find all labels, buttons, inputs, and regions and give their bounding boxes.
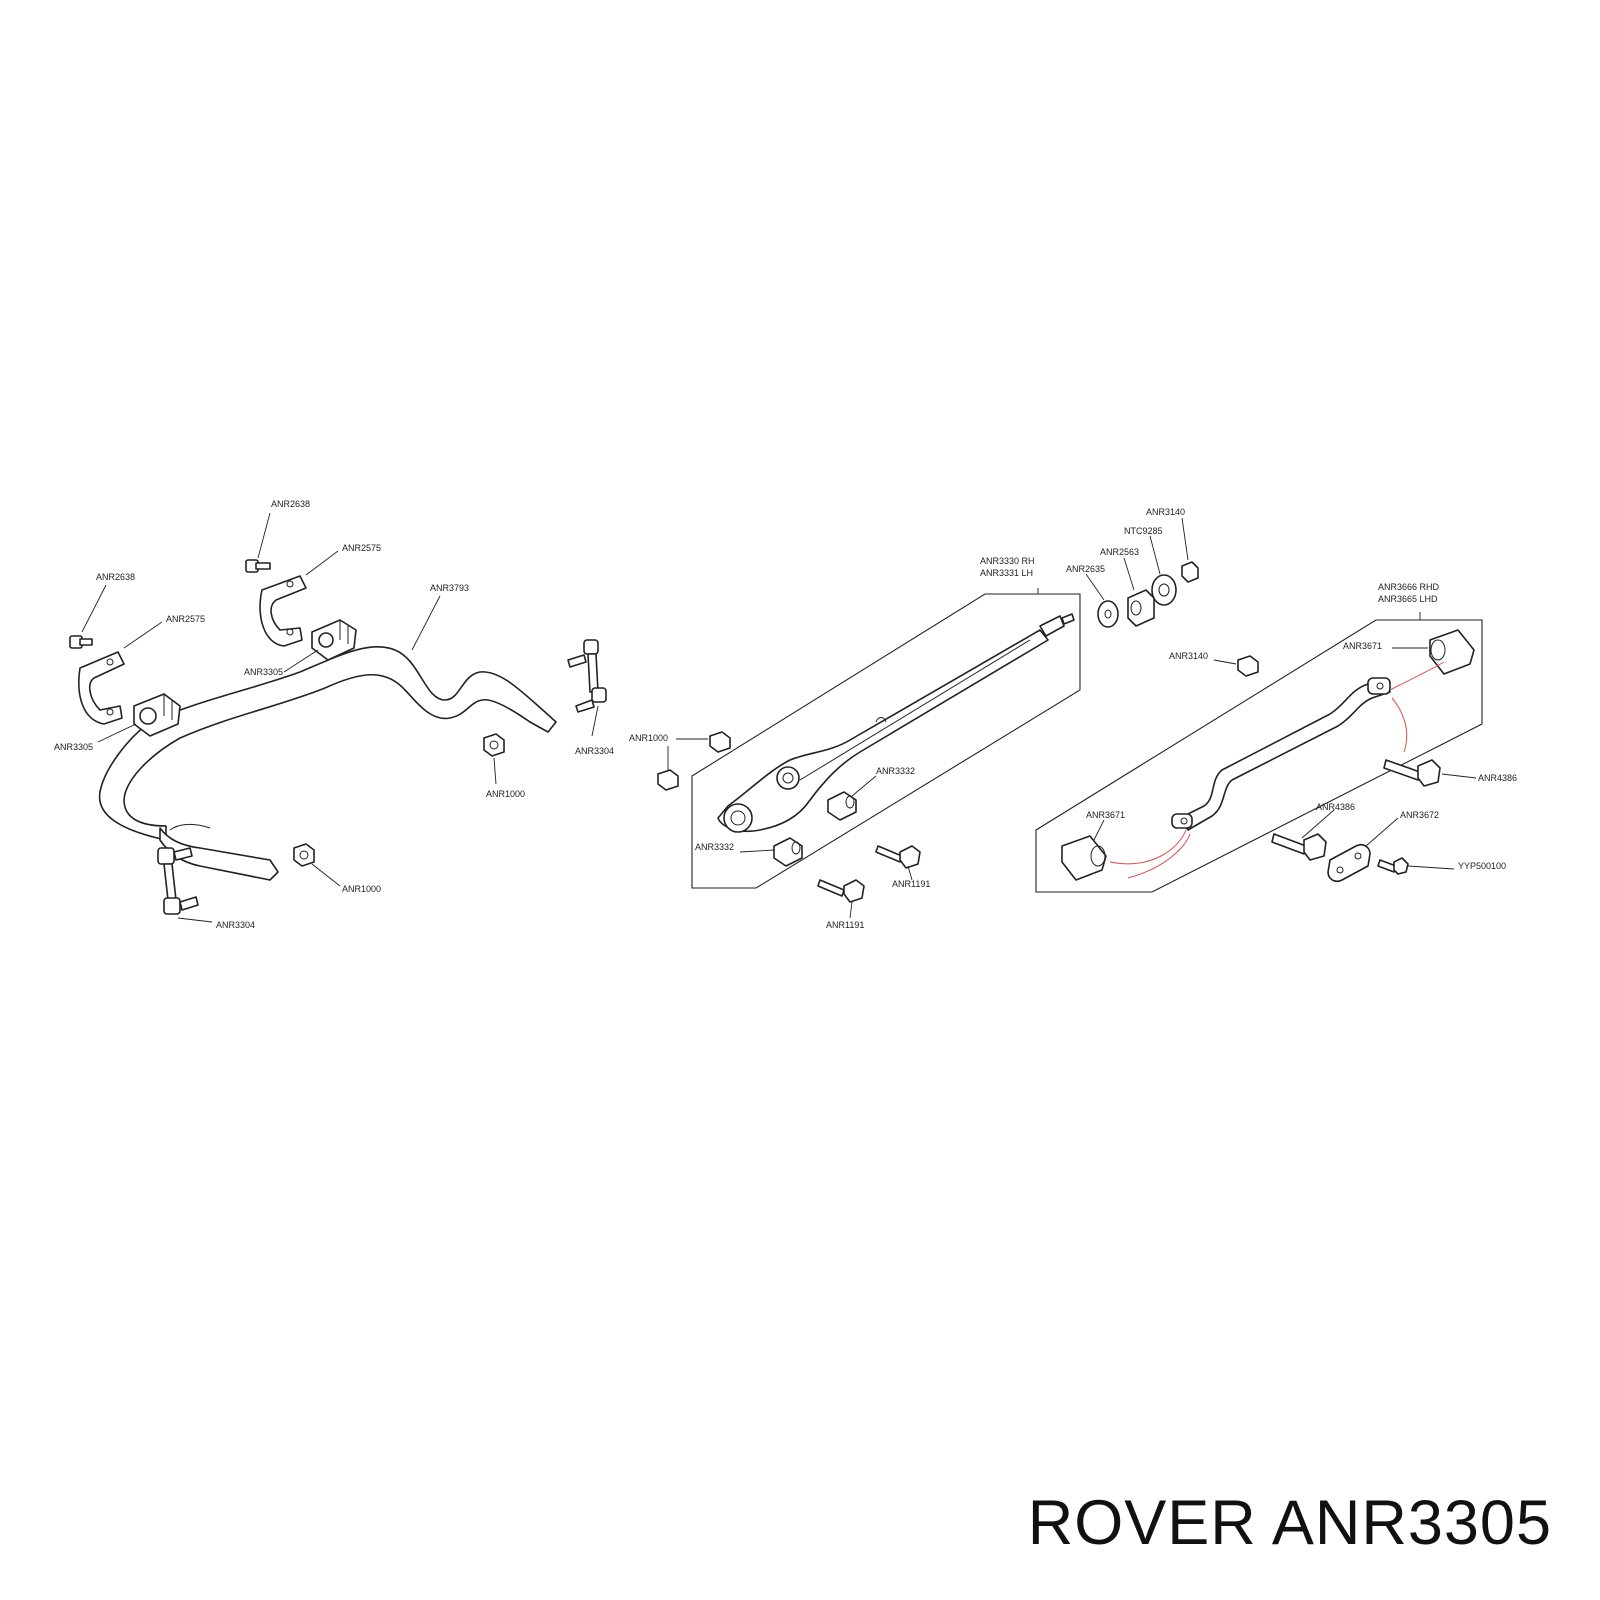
- nut-anr1000-arm-a: [709, 731, 731, 753]
- label-anr3665: ANR3665 LHD: [1378, 594, 1438, 604]
- clamp-bracket-left: [78, 651, 125, 725]
- nut-anr3140-mid: [1237, 655, 1259, 677]
- radius-arm: [717, 629, 1049, 833]
- label-anr2638-left: ANR2638: [96, 572, 135, 582]
- label-anr3304-right: ANR3304: [575, 746, 614, 756]
- label-anr3140-mid: ANR3140: [1169, 651, 1208, 661]
- label-anr2575-left: ANR2575: [166, 614, 205, 624]
- label-anr1000-mid: ANR1000: [486, 789, 525, 799]
- bush-anr3671-low: [1061, 835, 1107, 881]
- washer-anr2635: [1097, 600, 1119, 628]
- caption-brand: ROVER: [1027, 1488, 1257, 1558]
- label-anr3304-low: ANR3304: [216, 920, 255, 930]
- caption-part-number: ANR3305: [1271, 1488, 1552, 1558]
- label-anr2575-top: ANR2575: [342, 543, 381, 553]
- label-anr3330: ANR3330 RH: [980, 556, 1035, 566]
- anti-roll-bar: [98, 646, 557, 841]
- drop-link-low: [157, 847, 199, 915]
- drop-link-right: [567, 639, 607, 713]
- label-anr1000-low: ANR1000: [342, 884, 381, 894]
- bush-anr3332-b: [773, 837, 803, 867]
- bolt-left: [69, 635, 93, 649]
- nut-anr1000-mid: [483, 733, 505, 757]
- leader-lines-left: [81, 512, 599, 923]
- leader-lines-middle: [667, 517, 1237, 919]
- plate-anr3672: [1327, 843, 1371, 883]
- label-anr4386-mid: ANR4386: [1316, 802, 1355, 812]
- label-anr2563: ANR2563: [1100, 547, 1139, 557]
- label-anr3671-top: ANR3671: [1343, 641, 1382, 651]
- bolt-top: [245, 559, 271, 573]
- bush-anr3332-a: [827, 791, 857, 821]
- label-yyp500100: YYP500100: [1458, 861, 1506, 871]
- bolt-anr1191-b: [817, 879, 865, 903]
- label-anr1191-b: ANR1191: [826, 920, 864, 930]
- label-anr2635: ANR2635: [1066, 564, 1105, 574]
- leader-lines-right: [1093, 647, 1477, 870]
- label-anr3140-top: ANR3140: [1146, 507, 1185, 517]
- label-anr3672: ANR3672: [1400, 810, 1439, 820]
- label-anr3305-mid: ANR3305: [244, 667, 283, 677]
- nut-anr1000-arm-b: [657, 769, 679, 791]
- label-anr3793: ANR3793: [430, 583, 469, 593]
- bolt-anr4386-right: [1383, 759, 1441, 787]
- radius-arm-group: ANR1000 ANR3330 RH ANR3331 LH ANR3332 AN…: [629, 507, 1259, 930]
- radius-arm-frame: [691, 593, 1081, 889]
- radius-arm-bush-front: [723, 803, 753, 833]
- anti-roll-bar-group: ANR2638 ANR2575 ANR2638 ANR2575 ANR3305 …: [54, 499, 614, 930]
- label-anr3331: ANR3331 LH: [980, 568, 1033, 578]
- bush-anr2563: [1127, 589, 1155, 627]
- label-anr2638-top: ANR2638: [271, 499, 310, 509]
- bush-anr3671-top: [1429, 629, 1475, 675]
- label-anr3666: ANR3666 RHD: [1378, 582, 1440, 592]
- bolt-yyp500100: [1377, 857, 1409, 875]
- label-anr3332-a: ANR3332: [876, 766, 915, 776]
- label-anr3671-low: ANR3671: [1086, 810, 1125, 820]
- bush-anr3305-mid: [311, 619, 357, 661]
- label-anr3332-b: ANR3332: [695, 842, 734, 852]
- clamp-bracket-top: [259, 575, 307, 647]
- label-ntc9285: NTC9285: [1124, 526, 1163, 536]
- panhard-rod-group: ANR3666 RHD ANR3665 LHD ANR3671 ANR3671 …: [1035, 582, 1517, 893]
- label-anr3305-left: ANR3305: [54, 742, 93, 752]
- bolt-anr1191-a: [875, 845, 921, 869]
- bolt-anr4386-mid: [1271, 833, 1327, 861]
- part-caption: ROVER ANR3305: [1028, 1487, 1552, 1559]
- label-anr1191-a: ANR1191: [892, 879, 930, 889]
- label-anr1000-arm: ANR1000: [629, 733, 668, 743]
- bush-anr3305-left: [133, 693, 181, 737]
- nut-anr1000-low: [293, 843, 315, 867]
- radius-arm-bush-rear: [776, 766, 800, 790]
- nut-anr3140-top: [1181, 561, 1199, 583]
- panhard-rod: [1179, 679, 1391, 831]
- label-anr4386-right: ANR4386: [1478, 773, 1517, 783]
- bush-ntc9285: [1151, 574, 1177, 606]
